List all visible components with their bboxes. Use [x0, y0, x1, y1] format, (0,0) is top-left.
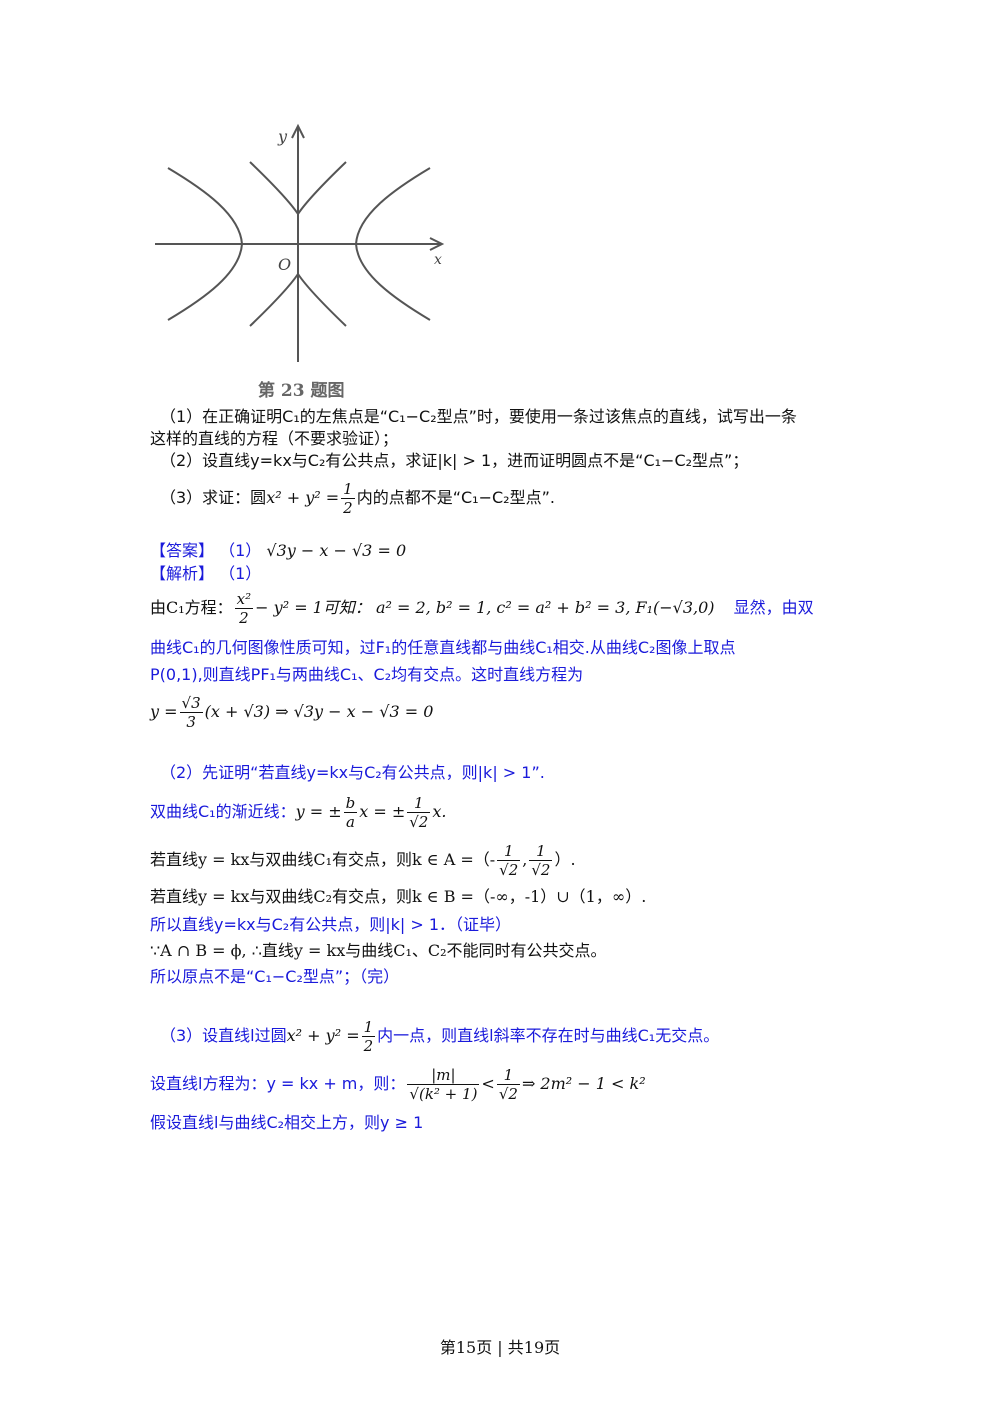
- origin-label: O: [278, 255, 291, 274]
- part3-line-3: 假设直线l与曲线C₂相交上方，则y ≥ 1: [150, 1113, 424, 1132]
- question-3-equation: x² + y² =: [266, 488, 340, 507]
- page-footer: 第15页 | 共19页: [439, 1338, 561, 1357]
- hyperbola-figure: y x O 第 23 题图: [150, 120, 460, 410]
- question-1-line-b: 这样的直线的方程（不要求验证）；: [150, 429, 399, 448]
- analysis-l1-fraction-den: 2: [239, 609, 249, 627]
- question-2: （2）设直线y=kx与C₂有公共点，求证|k| > 1，进而证明圆点不是“C₁−…: [160, 451, 749, 470]
- part2-asymptote-f1-den: a: [345, 813, 355, 831]
- answer-tag: 【答案】: [150, 541, 215, 560]
- answer-equation: √3y − x − √3 = 0: [266, 541, 407, 560]
- part2-conclusion: 所以直线y=kx与C₂有公共点，则|k| > 1．（证毕）: [150, 915, 512, 934]
- part2-c1-f2-num: 1: [529, 842, 553, 861]
- part3-l2-f2-num: 1: [496, 1066, 520, 1085]
- part2-c1-f1-num: 1: [497, 842, 521, 861]
- part3-line-2: 设直线l方程为：y = kx + m，则：|m|√(k² + 1)<1√2⇒ 2…: [150, 1066, 646, 1103]
- part2-c1-suffix: ）.: [554, 850, 576, 869]
- part2-asymptote-f2-den: √2: [409, 813, 429, 831]
- analysis-line-2: 曲线C₁的几何图像性质可知，过F₁的任意直线都与曲线C₁相交.从曲线C₂图像上取…: [150, 638, 736, 657]
- x-axis-arrow: [429, 237, 445, 251]
- analysis-l1-suffix: 显然，由双: [733, 598, 814, 617]
- part3-l2-f2-den: √2: [498, 1085, 518, 1103]
- analysis-l4-suffix: (x + √3) ⇒ √3y − x − √3 = 0: [204, 702, 434, 721]
- analysis-line-3: P(0,1),则直线PF₁与两曲线C₁、C₂均有交点。这时直线方程为: [150, 665, 584, 684]
- part2-c2-line: 若直线y = kx与双曲线C₂有交点，则k ∈ B =（-∞，-1）∪（1，∞）…: [150, 887, 647, 906]
- part2-c1-f1-den: √2: [499, 861, 519, 879]
- part2-c1-fraction-1: 1√2: [497, 842, 521, 879]
- hyperbola-c1-left-branch: [167, 167, 244, 321]
- part3-l2-fraction-2: 1√2: [496, 1066, 520, 1103]
- analysis-tag: 【解析】: [150, 564, 215, 583]
- part3-l2-prefix: 设直线l方程为：y = kx + m，则：: [150, 1074, 406, 1093]
- analysis-part: （1）: [219, 564, 262, 583]
- hyperbola-c2-upper-branch: [249, 161, 347, 216]
- analysis-l1-math: − y² = 1可知： a² = 2, b² = 1, c² = a² + b²…: [255, 598, 715, 617]
- part3-l1-fraction-den: 2: [363, 1037, 374, 1055]
- answer-part: （1）: [219, 541, 262, 560]
- part2-since: ∵A ∩ B = ϕ, ∴直线y = kx与曲线C₁、C₂不能同时有公共交点。: [150, 941, 607, 960]
- figure-caption: 第 23 题图: [258, 380, 345, 401]
- part2-asymptote-fraction-2: 1√2: [407, 794, 431, 831]
- part2-asymptote-f1-num: b: [343, 794, 358, 813]
- question-1-line-a: （1）在正确证明C₁的左焦点是“C₁−C₂型点”时，要使用一条过该焦点的直线，试…: [160, 407, 797, 426]
- question-3-fraction-den: 2: [343, 499, 353, 517]
- part3-l1-suffix: 内一点，则直线l斜率不存在时与曲线C₁无交点。: [377, 1026, 720, 1045]
- part2-asymptote-eq3: x.: [432, 802, 447, 821]
- x-axis-label: x: [434, 252, 442, 268]
- part2-asymptote-eq1: y = ±: [295, 802, 342, 821]
- analysis-l1-prefix: 由C₁方程：: [150, 598, 233, 617]
- part2-c1-prefix: 若直线y = kx与双曲线C₁有交点，则k ∈ A =（-: [150, 850, 496, 869]
- part3-l1-fraction-num: 1: [361, 1018, 376, 1037]
- part3-l2-fraction-1: |m|√(k² + 1): [407, 1066, 480, 1103]
- answer-line: 【答案】 （1） √3y − x − √3 = 0: [150, 540, 406, 562]
- part2-c1-fraction-2: 1√2: [529, 842, 553, 879]
- part2-heading: （2）先证明“若直线y=kx与C₂有公共点，则|k| > 1”.: [160, 763, 545, 782]
- question-3-prefix: （3）求证：圆: [160, 488, 267, 507]
- part2-final: 所以原点不是“C₁−C₂型点”；（完）: [150, 967, 400, 986]
- part2-c1-line: 若直线y = kx与双曲线C₁有交点，则k ∈ A =（-1√2,1√2）.: [150, 842, 576, 879]
- question-3-fraction-num: 1: [341, 480, 355, 499]
- y-axis-arrow: [291, 123, 305, 139]
- hyperbola-c1-right-branch: [354, 167, 431, 321]
- part2-asymptote-prefix: 双曲线C₁的渐近线：: [150, 802, 296, 821]
- analysis-header: 【解析】 （1）: [150, 563, 261, 585]
- part3-l1-equation: x² + y² =: [286, 1026, 360, 1045]
- analysis-l4-prefix: y =: [150, 702, 178, 721]
- part2-c1-mid: ,: [522, 850, 528, 869]
- part3-l2-less-than: <: [481, 1074, 495, 1093]
- part3-l1-prefix: （3）设直线l过圆: [160, 1026, 287, 1045]
- analysis-l4-fraction-den: 3: [186, 713, 196, 731]
- question-3-suffix: 内的点都不是“C₁−C₂型点”.: [356, 488, 555, 507]
- part3-l2-f1-den: √(k² + 1): [409, 1085, 478, 1103]
- part2-asymptote-f2-num: 1: [407, 794, 431, 813]
- part3-l2-suffix: ⇒ 2m² − 1 < k²: [521, 1074, 646, 1093]
- y-axis-label: y: [277, 127, 288, 146]
- part2-c1-f2-den: √2: [531, 861, 551, 879]
- part3-l2-f1-num: |m|: [407, 1066, 480, 1085]
- hyperbola-diagram: y x O 第 23 题图: [155, 123, 445, 401]
- analysis-l1-fraction-num: x²: [234, 590, 254, 609]
- part2-asymptote-eq2: x = ±: [359, 802, 406, 821]
- analysis-l4-fraction-num: √3: [179, 694, 203, 713]
- hyperbola-c2-lower-branch: [249, 272, 347, 327]
